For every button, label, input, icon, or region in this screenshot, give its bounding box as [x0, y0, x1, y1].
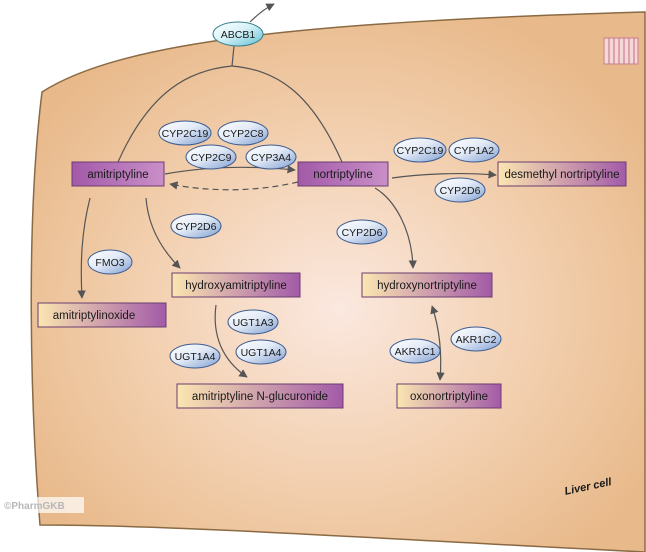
enzyme-label: CYP2C19 — [397, 145, 444, 157]
edge-amitriptyline-to-hydroxyamitriptyline — [145, 197, 181, 269]
drug-label-hydroxynortriptyline: hydroxynortriptyline — [377, 280, 477, 292]
edge-amitriptyline-to-nortriptyline — [164, 165, 296, 175]
drug-label-oxonortriptyline: oxonortriptyline — [410, 391, 488, 403]
enzyme-label: AKR1C2 — [456, 334, 497, 346]
enzyme-label: UGT1A3 — [233, 317, 274, 329]
edge-nortriptyline-to-hydroxynortriptyline — [374, 187, 417, 269]
edge-nortriptyline-to-desmethyl — [391, 170, 497, 179]
edge-amitriptyline-to-abcb1 — [117, 65, 233, 163]
enzyme-cyp2c19-amitriptyline: CYP2C19 — [158, 120, 212, 146]
enzyme-ugt1a4-right: UGT1A4 — [235, 339, 287, 365]
enzyme-cyp2c9: CYP2C9 — [185, 144, 237, 170]
enzyme-akr1c2: AKR1C2 — [450, 326, 502, 352]
transporter-abcb1: ABCB1 — [212, 21, 264, 47]
enzyme-cyp2c19-nortriptyline: CYP2C19 — [393, 137, 447, 163]
enzyme-label: CYP2D6 — [342, 227, 383, 239]
enzyme-fmo3: FMO3 — [87, 249, 133, 275]
enzyme-cyp2d6-hydroxyamitriptyline: CYP2D6 — [170, 213, 222, 239]
edge-nortriptyline-to-abcb1 — [231, 65, 343, 163]
enzyme-ugt1a4-left: UGT1A4 — [169, 343, 221, 369]
enzyme-akr1c1: AKR1C1 — [389, 338, 441, 364]
edge-abcb1-stem — [231, 45, 235, 67]
enzyme-cyp2d6-desmethyl: CYP2D6 — [434, 177, 486, 203]
drug-label-amitriptyline: amitriptyline — [87, 169, 148, 181]
transporter-label-abcb1: ABCB1 — [221, 29, 256, 41]
drug-box-hydroxynortriptyline: hydroxynortriptyline — [361, 272, 493, 298]
enzyme-cyp2d6-hydroxynortriptyline: CYP2D6 — [336, 219, 388, 245]
edge-nortriptyline-to-amitriptyline — [169, 181, 299, 191]
edge-amitriptyline-to-amitriptylinoxide — [77, 197, 91, 299]
enzyme-label: CYP2C19 — [162, 128, 209, 140]
enzyme-label: CYP2C9 — [191, 152, 232, 164]
enzyme-label: UGT1A4 — [241, 347, 282, 359]
edge-abcb1-export — [249, 3, 275, 23]
drug-label-amitriptylinoxide: amitriptylinoxide — [53, 310, 135, 322]
drug-box-hydroxyamitriptyline: hydroxyamitriptyline — [171, 272, 301, 298]
enzyme-label: FMO3 — [95, 257, 124, 269]
enzyme-cyp3a4: CYP3A4 — [245, 144, 297, 170]
enzyme-ugt1a3: UGT1A3 — [227, 309, 279, 335]
drug-label-hydroxyamitriptyline: hydroxyamitriptyline — [185, 280, 287, 292]
drug-box-amitriptylinoxide: amitriptylinoxide — [37, 302, 167, 328]
enzyme-label: CYP2C8 — [223, 128, 264, 140]
enzyme-label: CYP2D6 — [440, 185, 481, 197]
copyright-text: ©PharmGKB — [4, 501, 65, 512]
drug-box-oxonortriptyline: oxonortriptyline — [396, 383, 502, 409]
copyright-backdrop — [0, 497, 84, 513]
drug-label-desmethyl-nortriptyline: desmethyl nortriptyline — [504, 169, 619, 181]
drug-box-nortriptyline: nortriptyline — [297, 161, 389, 187]
enzyme-label: CYP3A4 — [251, 152, 291, 164]
pathway-edges — [77, 3, 497, 381]
membrane-channel-icon — [603, 37, 639, 65]
enzyme-label: UGT1A4 — [175, 351, 216, 363]
enzyme-label: CYP2D6 — [176, 221, 217, 233]
drug-box-amitriptyline-n-glucuronide: amitriptyline N-glucuronide — [176, 383, 344, 409]
enzyme-label: AKR1C1 — [395, 346, 436, 358]
drug-label-nortriptyline: nortriptyline — [313, 169, 372, 181]
liver-cell-membrane — [30, 11, 646, 552]
drug-box-amitriptyline: amitriptyline — [71, 161, 165, 187]
edge-hydroxyamitriptyline-to-glucuronide — [214, 304, 248, 378]
edge-hydroxynortriptyline-oxonortriptyline — [430, 305, 445, 381]
drug-box-desmethyl-nortriptyline: desmethyl nortriptyline — [497, 161, 627, 187]
enzyme-label: CYP1A2 — [454, 145, 494, 157]
drug-label-amitriptyline-n-glucuronide: amitriptyline N-glucuronide — [192, 391, 328, 403]
enzyme-cyp1a2: CYP1A2 — [448, 137, 500, 163]
enzyme-cyp2c8: CYP2C8 — [217, 120, 269, 146]
